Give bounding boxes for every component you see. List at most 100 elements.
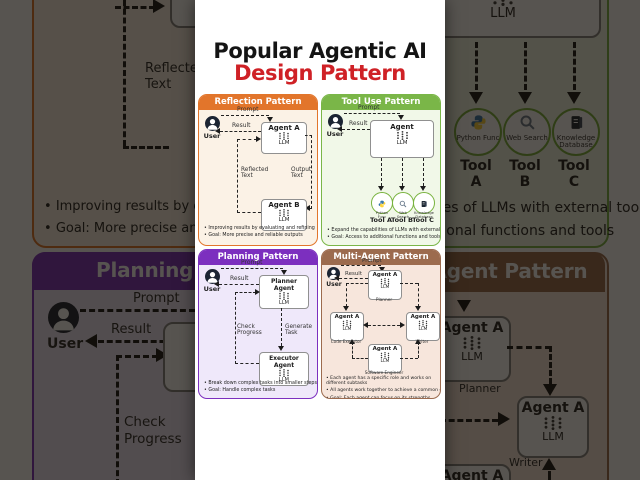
llm-label: LLM	[278, 217, 290, 223]
search-icon	[399, 200, 407, 208]
bullet-item: Goal: Access to additional functions and…	[327, 235, 440, 240]
output-text-label: Output Text	[291, 167, 312, 180]
prompt-label: Prompt	[241, 259, 263, 266]
dashed-line	[221, 115, 269, 116]
user-label: User	[203, 285, 221, 293]
planner-agent-node: Agent A LLM	[368, 270, 402, 300]
check-progress-label: Check Progress	[237, 324, 262, 337]
arrowhead	[281, 270, 287, 275]
bullet-item: Goal: Each agent can focus on its streng…	[326, 396, 438, 398]
arrowhead	[420, 186, 426, 191]
background-left-panel: Reflected Text Improving results by eval…	[0, 0, 195, 480]
arrowhead	[398, 115, 404, 120]
dashed-line	[235, 363, 259, 364]
arrowhead	[337, 126, 342, 132]
title-block: Popular Agentic AI Design Pattern	[195, 40, 445, 85]
dashed-line	[237, 212, 261, 213]
user-label: User	[326, 130, 344, 138]
agent-label: Agent A	[334, 314, 360, 320]
llm-label: LLM	[279, 377, 289, 383]
bullet-item: Expand the capabilities of LLMs with ext…	[327, 228, 440, 233]
llm-label: LLM	[278, 140, 290, 146]
user-label: User	[203, 132, 221, 140]
agent-label: Agent A	[372, 346, 398, 352]
planning-bullets: Break down complex tasks into smaller st…	[204, 381, 317, 395]
dashed-line	[237, 139, 257, 140]
arrowhead	[415, 306, 421, 311]
tool-name: Python Func	[375, 211, 389, 219]
dashed-line	[344, 113, 400, 114]
generate-task-label: Generate Task	[285, 324, 313, 337]
database-icon	[421, 201, 427, 207]
dashed-line	[309, 208, 312, 209]
arrowhead	[214, 281, 219, 287]
planning-pattern-header: Planning Pattern	[199, 250, 317, 265]
role-writer-label: Writer	[415, 339, 429, 344]
arrowhead	[415, 339, 421, 344]
background-dim-overlay	[0, 0, 195, 480]
tool-use-pattern-header: Tool Use Pattern	[322, 95, 440, 110]
agent-a-label: Agent A	[268, 124, 300, 132]
role-software-engineer-label: Software Engineer	[364, 370, 404, 375]
bullet-item: Improving results by evaluating and refi…	[204, 226, 314, 231]
tool-name: Web Search	[396, 211, 410, 219]
multi-agent-pattern-quadrant: Multi-Agent Pattern User Prompt Agent A …	[321, 249, 441, 399]
llm-label: LLM	[380, 359, 390, 364]
dashed-line	[346, 283, 347, 307]
tool-use-bullets: Expand the capabilities of LLMs with ext…	[327, 228, 440, 242]
tool-knowledge-circle: Knowledge Database	[413, 192, 435, 219]
dashed-line	[339, 278, 368, 279]
dashed-line	[423, 158, 424, 186]
dashed-line	[237, 139, 238, 213]
dashed-line	[418, 342, 419, 358]
pattern-grid: Reflection Pattern User Prompt Agent A L…	[198, 94, 441, 399]
dashed-line	[402, 158, 403, 186]
bullet-item: Each agent has a specific role and works…	[326, 376, 438, 386]
tool-use-pattern-quadrant: Tool Use Pattern User Prompt Agent LLM R…	[321, 94, 441, 246]
bullet-item: Goal: More precise and reliable outputs	[204, 233, 315, 238]
planner-agent-node: Planner Agent LLM	[259, 275, 309, 309]
llm-label: LLM	[396, 140, 408, 146]
infographic-card: Popular Agentic AI Design Pattern Reflec…	[195, 0, 445, 480]
agent-label: Agent A	[372, 272, 398, 278]
dashed-line	[235, 292, 236, 364]
arrowhead	[278, 346, 284, 351]
result-label: Result	[232, 122, 251, 129]
background-right-panel: LLM Python Func Web Search Knowledge Dat…	[445, 0, 640, 480]
tool-websearch-circle: Web Search	[392, 192, 414, 219]
prompt-label: Prompt	[362, 258, 382, 264]
dashed-line	[281, 308, 282, 346]
dashed-line	[342, 129, 370, 130]
llm-label: LLM	[279, 300, 289, 306]
agent-b-label: Agent B	[268, 201, 300, 209]
multi-agent-bullets: Each agent has a specific role and works…	[326, 376, 440, 398]
dashed-line	[305, 135, 312, 136]
arrowhead	[215, 128, 220, 134]
dashed-line	[341, 265, 381, 266]
arrowhead	[399, 186, 405, 191]
dashed-line	[221, 268, 283, 269]
reflected-text-label: Reflected Text	[241, 167, 269, 180]
agent-label: Agent	[390, 123, 414, 131]
llm-label: LLM	[380, 285, 390, 290]
llm-label: LLM	[418, 327, 428, 332]
agent-label: Agent A	[410, 314, 436, 320]
software-engineer-agent-node: Agent A LLM	[368, 344, 402, 373]
page-title-line1: Popular Agentic AI	[213, 39, 427, 63]
tool-a-label: Tool A	[369, 216, 393, 224]
dashed-line	[311, 135, 312, 209]
arrowhead	[400, 322, 405, 328]
arrowhead	[256, 136, 261, 142]
tool-python-circle: Python Func	[371, 192, 393, 219]
agent-node: Agent LLM	[370, 120, 434, 158]
arrowhead	[305, 205, 310, 211]
user-label: User	[326, 281, 342, 288]
code-executor-agent-node: Agent A LLM	[330, 312, 364, 341]
dashed-line	[220, 131, 261, 132]
result-label: Result	[345, 271, 362, 277]
bullet-item: Break down complex tasks into smaller st…	[204, 381, 317, 386]
arrowhead	[267, 117, 273, 122]
multi-agent-pattern-header: Multi-Agent Pattern	[322, 250, 440, 265]
arrowhead	[363, 322, 368, 328]
